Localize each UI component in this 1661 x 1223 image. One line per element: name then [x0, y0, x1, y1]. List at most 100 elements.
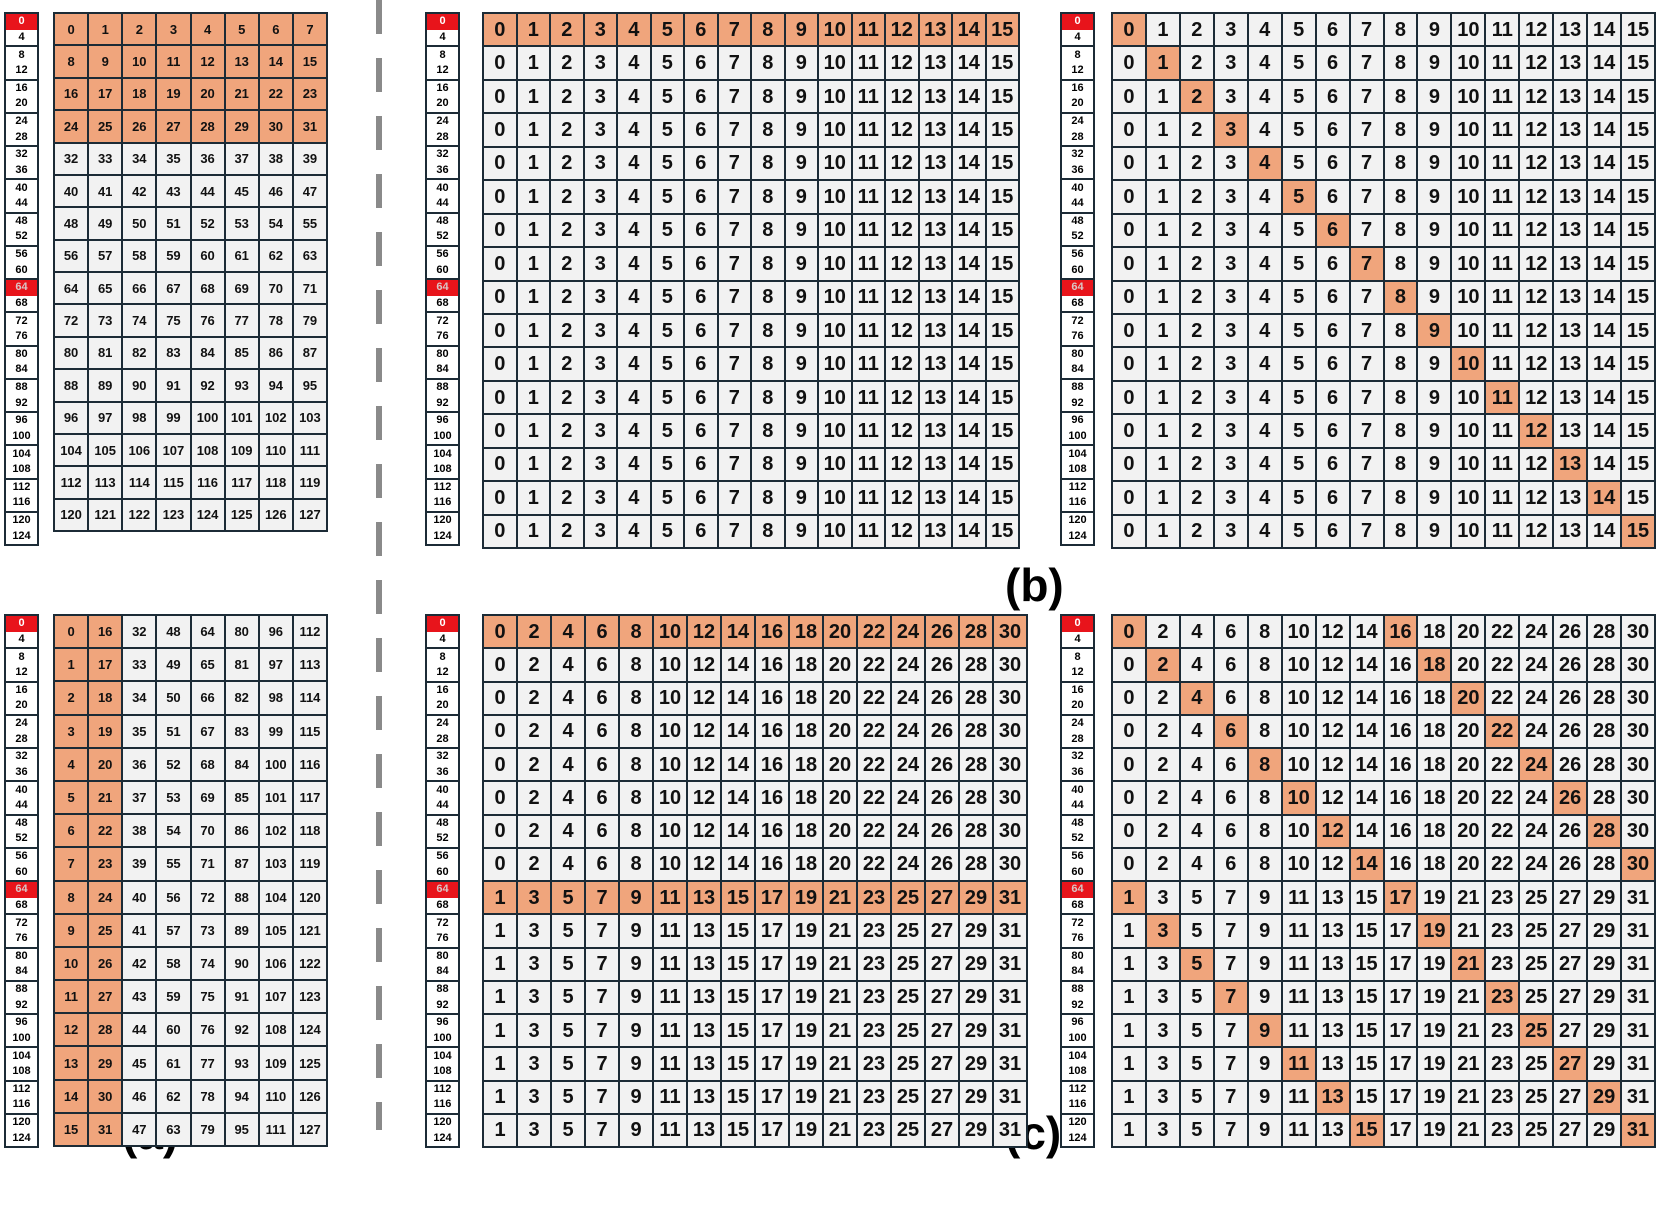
grid-cell: 0: [1113, 515, 1145, 547]
grid-cell: 11: [1486, 515, 1519, 547]
grid-cell: 4: [1248, 147, 1281, 180]
address-label: 104: [1068, 447, 1087, 460]
grid-cell: 14: [1588, 47, 1621, 79]
address-label: 68: [436, 296, 449, 309]
grid-cell: 5: [552, 882, 584, 914]
grid-cell: 8: [1248, 749, 1281, 781]
address-label: 72: [436, 916, 449, 929]
grid-cell: 3: [584, 515, 616, 547]
grid-cell: 12: [1520, 14, 1553, 46]
grid-cell: 11: [852, 381, 884, 414]
grid-cell: 28: [960, 815, 992, 847]
grid-cell: 0: [484, 815, 516, 847]
grid-cell: 1: [517, 448, 549, 481]
grid-cell: 3: [1214, 415, 1247, 447]
grid-cell: 12: [886, 348, 918, 380]
grid-cell: 94: [225, 1080, 258, 1112]
grid-cell: 87: [225, 848, 258, 880]
address-label: 116: [1068, 496, 1087, 509]
grid-cell: 12: [1520, 281, 1553, 313]
grid-cell: 9: [620, 1048, 652, 1080]
grid-cell: 1: [1146, 381, 1179, 414]
grid-cell: 28: [960, 682, 992, 714]
grid-cell: 14: [1588, 214, 1621, 247]
grid-cell: 3: [1214, 515, 1247, 547]
grid-cell: 21: [1452, 915, 1485, 947]
grid-cell: 4: [618, 415, 650, 447]
grid-cell: 7: [55, 848, 88, 880]
grid-cell: 6: [685, 515, 717, 547]
grid-cell: 18: [1418, 649, 1451, 681]
grid-cell: 2: [1180, 214, 1213, 247]
address-label: 112: [12, 480, 31, 493]
grid-cell: 3: [1214, 214, 1247, 247]
grid-cell: 0: [484, 80, 516, 113]
address-label: 124: [1068, 1131, 1087, 1144]
grid-cell: 104: [55, 434, 88, 466]
grid-cell: 27: [1554, 1048, 1587, 1080]
grid-cell: 11: [1486, 415, 1519, 447]
grid-cell: 36: [123, 748, 156, 780]
address-label: 92: [1071, 396, 1084, 409]
grid-cell: 9: [1418, 47, 1451, 79]
grid-cell: 7: [586, 1081, 618, 1113]
grid-cell: 41: [123, 914, 156, 946]
grid-cell: 9: [785, 281, 817, 313]
grid-cell: 8: [1384, 181, 1417, 213]
grid-cell: 43: [123, 981, 156, 1013]
grid-cell: 66: [191, 682, 224, 714]
grid-cell: 6: [1316, 214, 1349, 247]
grid-cell: 3: [157, 14, 190, 45]
grid-cell: 11: [1486, 114, 1519, 146]
grid-cell: 63: [157, 1113, 190, 1145]
grid-cell: 10: [654, 682, 686, 714]
grid-cell: 4: [1180, 616, 1213, 648]
address-label: 68: [15, 898, 28, 911]
grid-cell: 11: [852, 248, 884, 280]
grid-cell: 17: [1384, 1048, 1417, 1080]
grid-cell: 22: [1486, 649, 1519, 681]
grid-cell: 20: [1452, 815, 1485, 847]
grid-cell: 1: [1113, 948, 1145, 980]
grid-cell: 13: [1554, 348, 1587, 380]
grid-cell: 30: [1622, 815, 1654, 847]
grid-cell: 16: [756, 782, 788, 814]
grid-cell: 10: [1452, 314, 1485, 347]
grid-cell: 11: [852, 114, 884, 146]
grid-cell: 15: [986, 314, 1018, 347]
grid-cell: 7: [1214, 1015, 1247, 1047]
grid-cell: 24: [892, 815, 924, 847]
grid-cell: 95: [225, 1113, 258, 1145]
grid-cell: 28: [960, 616, 992, 648]
grid-cell: 7: [718, 14, 750, 46]
grid-cell: 3: [1214, 281, 1247, 313]
grid-cell: 105: [89, 434, 122, 466]
grid-cell: 22: [858, 682, 890, 714]
grid-cell: 1: [1146, 348, 1179, 380]
grid-cell: 0: [1113, 348, 1145, 380]
grid-cell: 14: [1588, 448, 1621, 481]
grid-cell: 81: [89, 337, 122, 369]
grid-cell: 7: [1350, 214, 1383, 247]
grid-cell: 48: [157, 616, 190, 648]
grid-cell: 1: [517, 314, 549, 347]
grid-cell: 29: [960, 1015, 992, 1047]
grid-cell: 2: [1180, 381, 1213, 414]
grid-cell: 5: [1180, 981, 1213, 1013]
grid-cell: 6: [1316, 281, 1349, 313]
grid-cell: 13: [919, 415, 951, 447]
grid-cell: 9: [785, 515, 817, 547]
grid-cell: 8: [752, 181, 784, 213]
grid-cell: 1: [55, 649, 88, 681]
grid-cell: 5: [552, 915, 584, 947]
address-label: 16: [15, 81, 28, 94]
